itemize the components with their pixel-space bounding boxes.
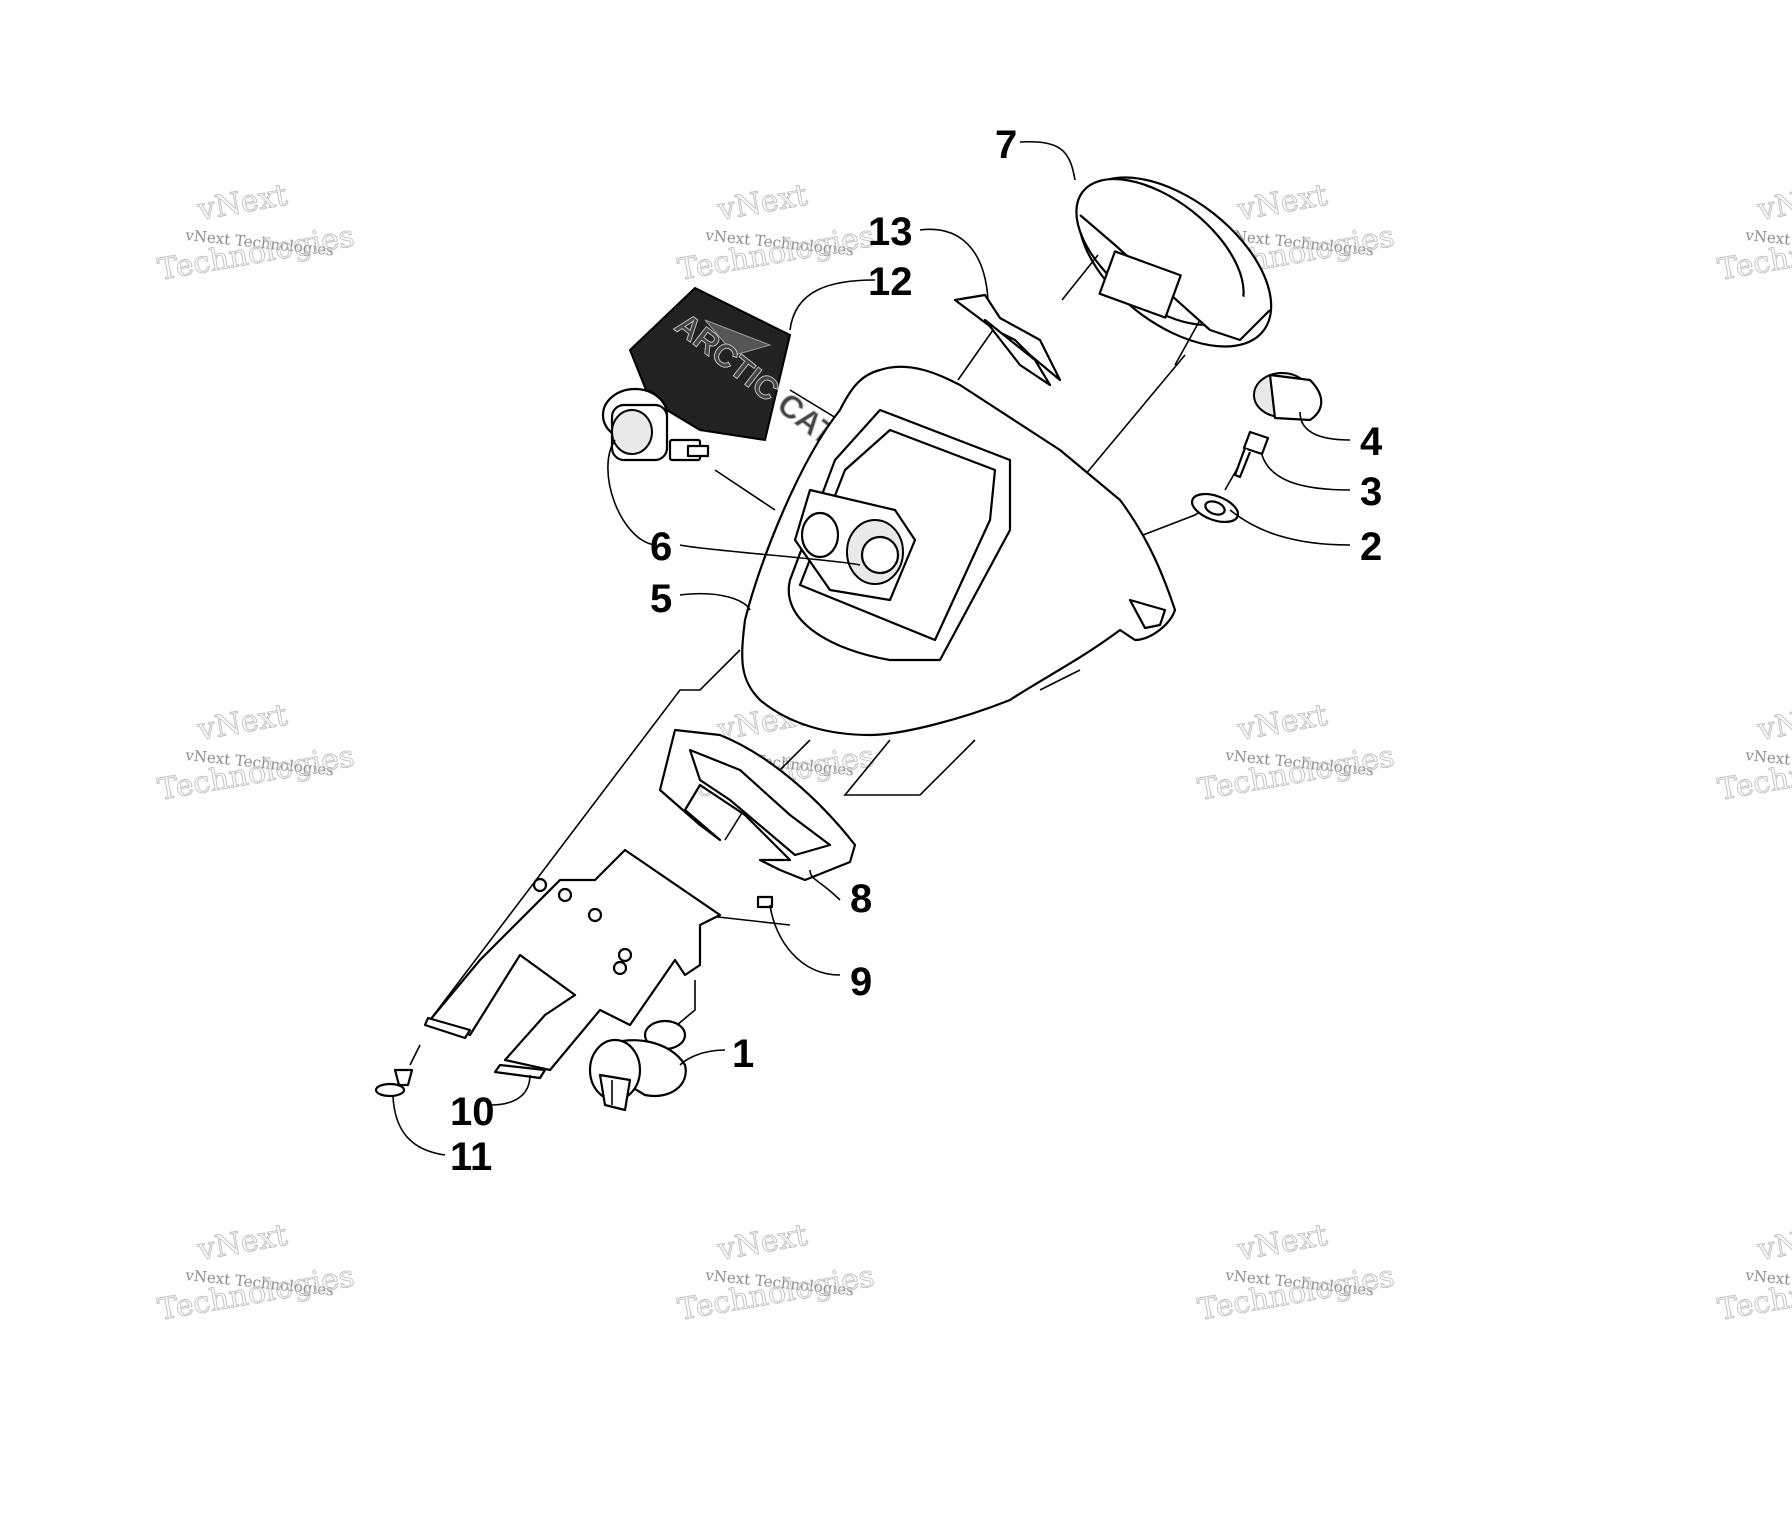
- clip-fastener: [756, 895, 774, 909]
- watermark-line1: vNext: [1234, 1218, 1330, 1268]
- callout-4: 4: [1360, 420, 1383, 464]
- watermark-line1: vNext: [194, 178, 290, 228]
- push-rivet: [374, 1068, 414, 1098]
- callout-9: 9: [850, 960, 872, 1004]
- callout-10: 10: [450, 1090, 495, 1134]
- callout-13: 13: [868, 210, 913, 254]
- watermark-line1: vNext: [714, 178, 810, 228]
- watermark-line1: vNext: [1234, 698, 1330, 748]
- callout-1: 1: [732, 1032, 754, 1076]
- callout-6: 6: [650, 525, 672, 569]
- instrument-pod-housing: [741, 365, 1177, 737]
- callout-11: 11: [450, 1135, 492, 1179]
- key-switch-assembly: [1190, 372, 1323, 524]
- rotary-switch: [588, 1019, 687, 1112]
- callout-3: 3: [1360, 470, 1382, 514]
- power-socket: [601, 387, 710, 462]
- watermark-line1: vNext: [1754, 698, 1792, 748]
- watermark-line1: vNext: [1234, 178, 1330, 228]
- cat-logo-decal: [953, 293, 1062, 387]
- watermark-line1: vNext: [714, 1218, 810, 1268]
- watermark-line1: vNext: [1754, 178, 1792, 228]
- watermark-line1: vNext: [194, 698, 290, 748]
- watermark-line1: vNext: [194, 1218, 290, 1268]
- callout-7: 7: [995, 123, 1017, 167]
- callout-12: 12: [868, 260, 913, 304]
- callout-8: 8: [850, 877, 872, 921]
- trim-bezel: [658, 728, 857, 882]
- callout-leaders: [392, 140, 1351, 1156]
- gauge-speedometer: [1061, 176, 1273, 366]
- watermark-line1: vNext: [1754, 1218, 1792, 1268]
- mounting-bracket: [423, 848, 722, 1080]
- callout-5: 5: [650, 577, 672, 621]
- callout-2: 2: [1360, 525, 1382, 569]
- callout-labels: 7 13 12 4 3 2 6 5 8 9 1 10 11: [450, 123, 1383, 1179]
